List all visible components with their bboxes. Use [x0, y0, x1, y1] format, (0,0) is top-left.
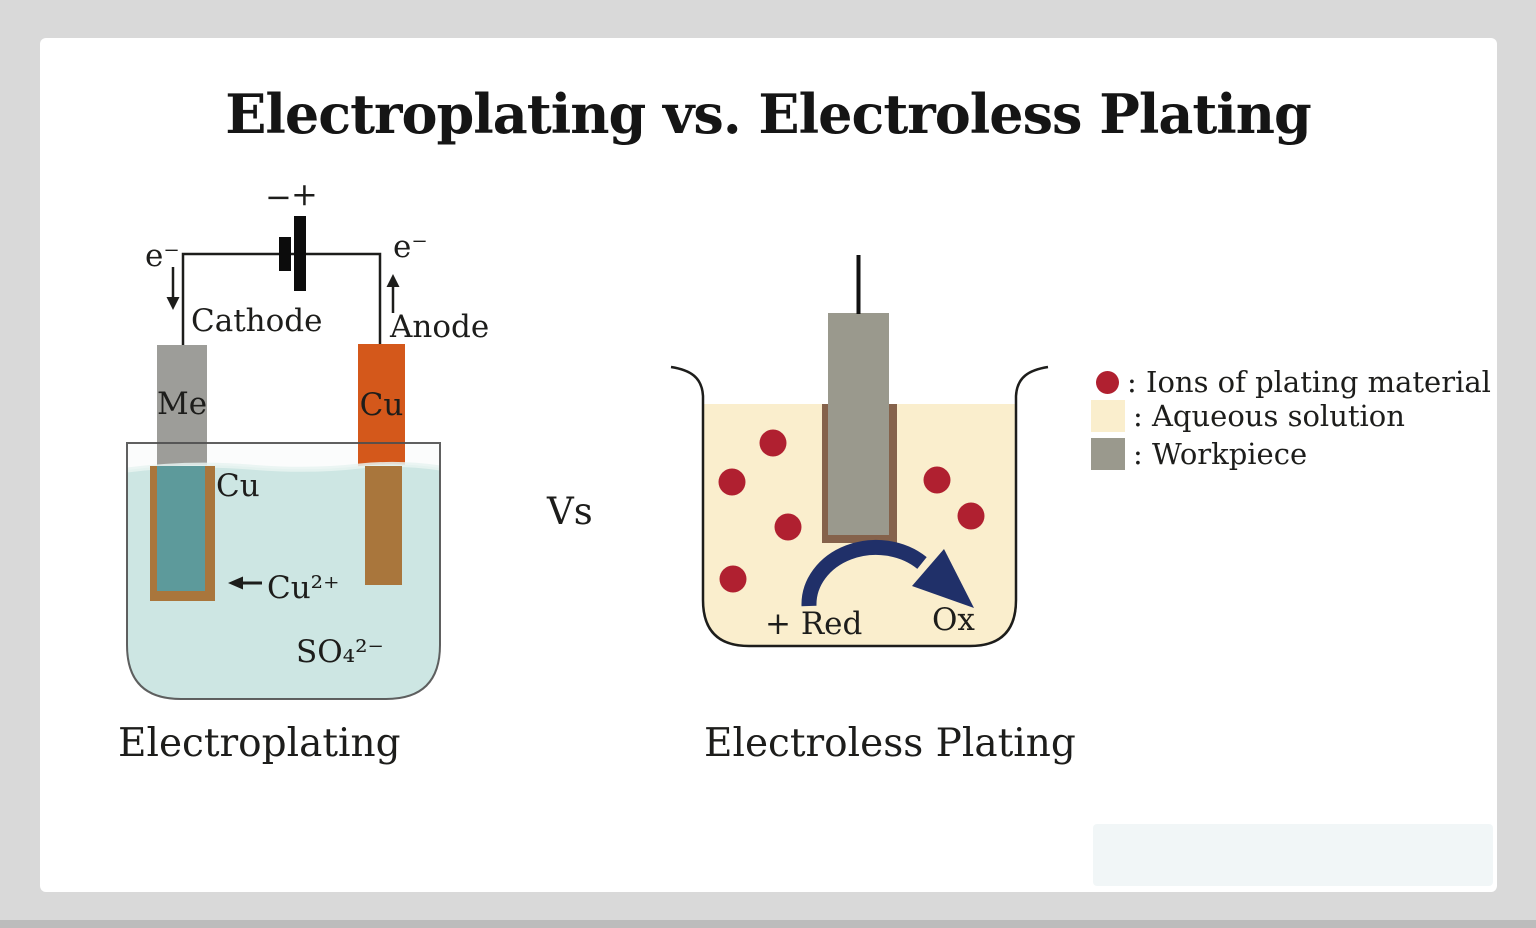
liquid-surface-highlight	[126, 461, 441, 473]
ion-dot	[774, 513, 802, 541]
electroplating-tank-outline	[126, 442, 441, 700]
cathode-submerged-part	[157, 466, 205, 591]
watermark-remnant	[1093, 824, 1493, 886]
bottom-edge-strip	[0, 920, 1536, 928]
ion-arrowhead-icon	[228, 576, 243, 590]
oxidation-label: Ox	[932, 602, 975, 638]
battery-plus-label: +	[291, 175, 318, 213]
battery-short-plate	[279, 237, 291, 271]
ion-dot	[759, 429, 787, 457]
legend-item-ions: : Ions of plating material	[1096, 365, 1491, 399]
legend-item-solution: : Aqueous solution	[1091, 399, 1405, 433]
copper-ion-label: Cu²⁺	[267, 570, 340, 606]
solution-swatch-icon	[1091, 400, 1125, 432]
ion-swatch-icon	[1096, 370, 1119, 394]
anode-label: Anode	[390, 309, 490, 345]
legend-ions-label: : Ions of plating material	[1127, 365, 1491, 399]
cathode-label: Cathode	[191, 303, 323, 339]
ion-dot	[718, 468, 746, 496]
electroless-caption: Electroless Plating	[704, 721, 1076, 766]
ion-dot	[957, 502, 985, 530]
electron-right-label: e⁻	[393, 229, 428, 265]
vs-label: Vs	[547, 490, 593, 533]
battery-minus-label: −	[265, 178, 292, 216]
anode-electrode	[358, 344, 405, 470]
redox-arc-arrow	[801, 539, 927, 607]
electron-right-arrowhead-icon	[386, 274, 400, 287]
beaker-outline	[670, 365, 1049, 648]
ion-dot	[923, 466, 951, 494]
cathode-electrode	[157, 345, 207, 471]
workpiece-swatch-icon	[1091, 438, 1125, 470]
battery-long-plate	[294, 216, 306, 291]
legend-workpiece-label: : Workpiece	[1133, 437, 1308, 471]
anode-submerged-part	[365, 466, 402, 585]
legend-solution-label: : Aqueous solution	[1133, 399, 1405, 433]
page-title: Electroplating vs. Electroless Plating	[225, 82, 1312, 146]
ion-dot	[719, 565, 747, 593]
electroplating-caption: Electroplating	[118, 721, 401, 766]
sulfate-ion-label: SO₄²⁻	[296, 634, 384, 670]
cathode-material-label: Me	[157, 386, 208, 422]
workpiece	[828, 313, 889, 535]
redox-arrowhead-icon	[912, 549, 974, 608]
reducing-agent-label: + Red	[765, 606, 863, 642]
anode-material-label: Cu	[359, 387, 404, 423]
electron-left-arrowhead-icon	[166, 297, 180, 310]
electron-left-label: e⁻	[145, 238, 180, 274]
coating-label: Cu	[216, 468, 260, 504]
legend-item-workpiece: : Workpiece	[1091, 437, 1307, 471]
